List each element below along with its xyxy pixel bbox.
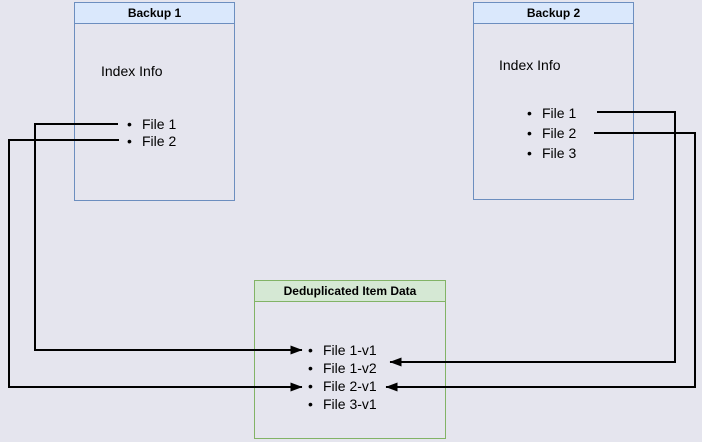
- dedup-file-list: File 1-v1File 1-v2File 2-v1File 3-v1: [307, 341, 377, 413]
- file-list-item: File 2: [526, 123, 576, 143]
- deduplicated-item-data-box: Deduplicated Item Data File 1-v1File 1-v…: [254, 280, 446, 439]
- backup1-index-info-label: Index Info: [101, 63, 163, 79]
- file-list-item: File 2-v1: [307, 377, 377, 395]
- file-list-item: File 3: [526, 143, 576, 163]
- file-list-item: File 3-v1: [307, 395, 377, 413]
- backup2-file-list: File 1File 2File 3: [526, 103, 576, 163]
- backup2-box: Backup 2 Index Info File 1File 2File 3: [473, 2, 634, 200]
- file-list-item: File 1-v2: [307, 359, 377, 377]
- file-list-item: File 2: [126, 133, 176, 150]
- backup2-title: Backup 2: [474, 3, 633, 24]
- backup2-index-info-label: Index Info: [499, 57, 561, 73]
- dedup-title: Deduplicated Item Data: [255, 281, 445, 302]
- backup1-title: Backup 1: [75, 3, 234, 24]
- backup1-box: Backup 1 Index Info File 1File 2: [74, 2, 235, 201]
- backup1-file-list: File 1File 2: [126, 116, 176, 150]
- file-list-item: File 1-v1: [307, 341, 377, 359]
- file-list-item: File 1: [526, 103, 576, 123]
- file-list-item: File 1: [126, 116, 176, 133]
